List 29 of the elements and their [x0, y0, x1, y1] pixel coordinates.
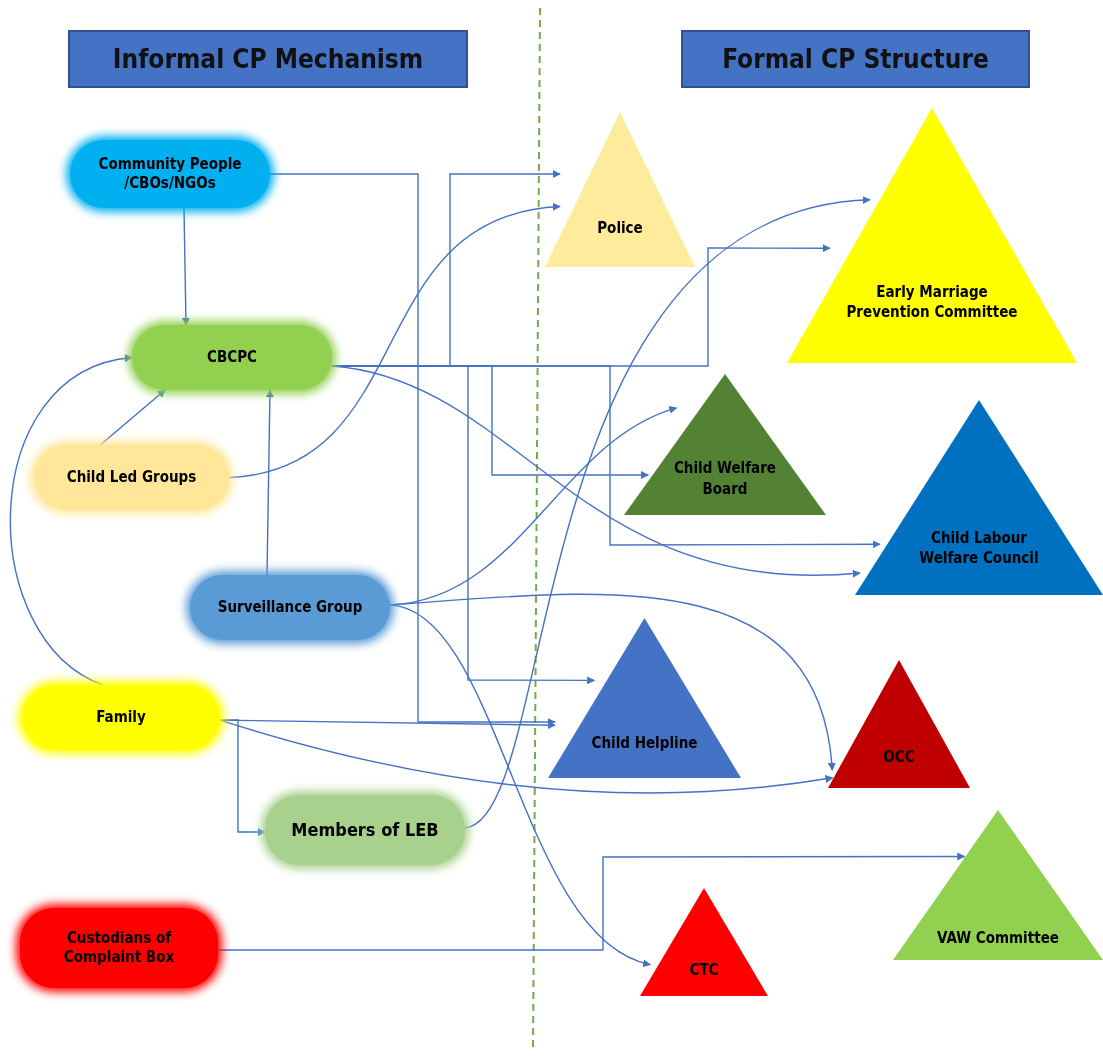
rounded-box: Child Led Groups: [34, 445, 229, 510]
section-header: Informal CP Mechanism: [68, 30, 468, 88]
triangle-label: OCC: [882, 747, 916, 768]
rounded-box: Community People /CBOs/NGOs: [70, 140, 270, 208]
triangle-label: Early Marriage Prevention Committee: [845, 281, 1019, 323]
rounded-box: CBCPC: [132, 325, 332, 390]
triangle-label: Child Welfare Board: [672, 458, 777, 499]
triangle-label: Child Labour Welfare Council: [918, 527, 1040, 569]
rounded-box: Members of LEB: [265, 795, 465, 865]
arrow: [464, 197, 871, 829]
rounded-box: Family: [22, 685, 220, 750]
arrow: [228, 203, 561, 479]
arrow: [269, 173, 556, 726]
arrow: [181, 207, 190, 326]
arrow: [265, 389, 274, 576]
rounded-box: Custodians of Complaint Box: [20, 908, 218, 988]
arrow: [99, 389, 166, 446]
arrow: [389, 604, 651, 966]
arrow: [219, 719, 834, 794]
triangle-label: CTC: [688, 959, 720, 981]
triangle-label: VAW Committee: [936, 927, 1060, 948]
arrow: [389, 593, 836, 771]
section-header: Formal CP Structure: [681, 30, 1030, 88]
arrow: [219, 719, 266, 837]
arrow: [217, 852, 966, 951]
arrow: [9, 355, 133, 686]
rounded-box: Surveillance Group: [190, 575, 390, 640]
triangle-label: Police: [596, 218, 644, 239]
triangle-label: Child Helpline: [590, 732, 699, 753]
